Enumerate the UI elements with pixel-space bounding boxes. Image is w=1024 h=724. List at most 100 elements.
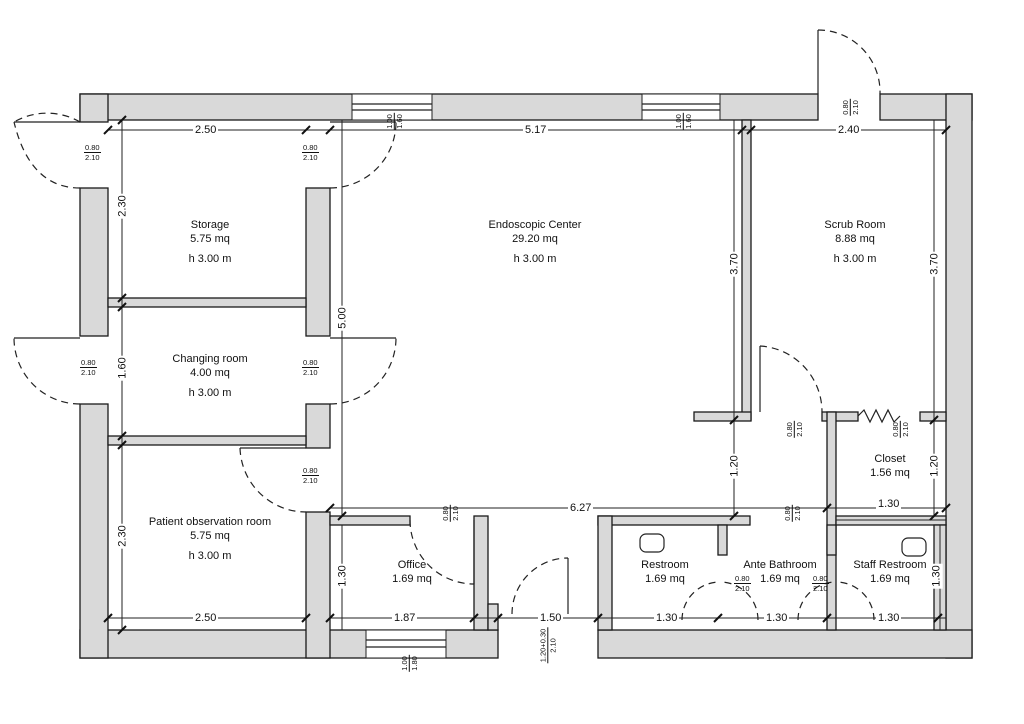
room-name: Changing room: [172, 353, 248, 365]
dim-staff-depth: 1.30: [930, 563, 943, 589]
room-name: Office: [397, 559, 427, 571]
closet-zigzag: [857, 408, 901, 424]
wall-partition-b: [305, 403, 331, 449]
dim-observation-depth: 2.30: [116, 523, 129, 549]
dim-entrance-width: 1.50: [538, 612, 564, 624]
dim-corridor-right: 1.20: [928, 453, 941, 479]
wall-closet-left: [826, 411, 837, 631]
room-name: Scrub Room: [824, 219, 886, 231]
door-storage-inner: [329, 121, 397, 189]
dim-staff-width: 1.30: [876, 612, 902, 624]
room-height: h 3.00 m: [188, 387, 232, 399]
dim-endoscopic-width: 5.17: [523, 124, 549, 136]
wall-entry-jamb: [487, 603, 499, 631]
room-height: h 3.00 m: [833, 253, 877, 265]
wall-changing-observation: [107, 435, 307, 446]
dim-storage-depth: 2.30: [116, 193, 129, 219]
room-area: 8.88 mq: [835, 233, 875, 245]
wall-bottom-right: [597, 629, 973, 659]
room-height: h 3.00 m: [188, 550, 232, 562]
room-storage: Storage 5.75 mq h 3.00 m: [160, 218, 260, 266]
dim-restroom-width: 1.30: [654, 612, 680, 624]
room-name: Ante Bathroom: [743, 559, 817, 571]
door-scrub: [759, 345, 823, 413]
room-closet: Closet 1.56 mq: [850, 452, 930, 480]
doors: [13, 29, 901, 621]
wall-restroom-div1: [717, 524, 728, 556]
dim-closet-width: 1.30: [876, 498, 902, 510]
dim-corridor-left: 1.20: [728, 453, 741, 479]
fixtures: [639, 533, 927, 557]
door-storage-outer: [13, 112, 81, 189]
room-ante-bathroom: Ante Bathroom 1.69 mq: [730, 558, 830, 586]
room-staff-restroom: Staff Restroom 1.69 mq: [842, 558, 938, 586]
room-area: 4.00 mq: [190, 367, 230, 379]
room-name: Restroom: [641, 559, 689, 571]
room-area: 1.69 mq: [392, 573, 432, 585]
room-name: Patient observation room: [148, 516, 272, 528]
door-observation: [239, 447, 307, 513]
wall-storage-changing: [107, 297, 307, 308]
walls: [79, 93, 973, 659]
room-restroom: Restroom 1.69 mq: [625, 558, 705, 586]
dim-changing-depth: 1.60: [116, 355, 129, 381]
door-changing-inner: [329, 337, 397, 405]
window-top-1: [351, 93, 433, 121]
room-area: 1.69 mq: [760, 573, 800, 585]
room-height: h 3.00 m: [188, 253, 232, 265]
door-restroom: [681, 581, 759, 621]
room-area: 1.69 mq: [870, 573, 910, 585]
room-changing: Changing room 4.00 mq h 3.00 m: [150, 352, 270, 400]
room-endoscopic: Endoscopic Center 29.20 mq h 3.00 m: [470, 218, 600, 266]
wall-restroom-left: [597, 515, 613, 631]
wall-left-3: [79, 403, 109, 659]
room-area: 1.56 mq: [870, 467, 910, 479]
wall-office-right: [473, 515, 489, 631]
room-area: 29.20 mq: [512, 233, 558, 245]
room-scrub: Scrub Room 8.88 mq h 3.00 m: [805, 218, 905, 266]
dim-observation-width: 2.50: [193, 612, 219, 624]
dim-scrub-width: 2.40: [836, 124, 862, 136]
toilet-staff: [901, 537, 927, 557]
toilet-restroom: [639, 533, 665, 553]
room-area: 1.69 mq: [645, 573, 685, 585]
wall-restroom-div2: [826, 524, 837, 556]
room-area: 5.75 mq: [190, 233, 230, 245]
door-entrance: [511, 557, 569, 615]
window-top-2: [641, 93, 721, 121]
wall-partition-a: [305, 187, 331, 337]
wall-restroom-top: [597, 515, 751, 526]
window-bottom: [365, 629, 447, 659]
door-office: [409, 519, 475, 585]
wall-left-1: [79, 93, 109, 123]
door-staff: [797, 581, 875, 621]
dim-ante-width: 1.30: [764, 612, 790, 624]
wall-partition-c: [305, 511, 331, 659]
room-office: Office 1.69 mq: [372, 558, 452, 586]
wall-scrub-bottom: [821, 411, 859, 422]
dim-corridor-width: 6.27: [568, 502, 594, 514]
wall-right: [945, 93, 973, 659]
wall-scrub-stub: [693, 411, 752, 422]
room-name: Staff Restroom: [853, 559, 927, 571]
dim-scrub-depth-right: 3.70: [928, 251, 941, 277]
dim-endoscopic-depth: 5.00: [336, 305, 349, 331]
room-name: Storage: [190, 219, 230, 231]
wall-left-2: [79, 187, 109, 337]
dim-scrub-depth-left: 3.70: [728, 251, 741, 277]
wall-scrub-left: [741, 119, 752, 421]
room-height: h 3.00 m: [513, 253, 557, 265]
